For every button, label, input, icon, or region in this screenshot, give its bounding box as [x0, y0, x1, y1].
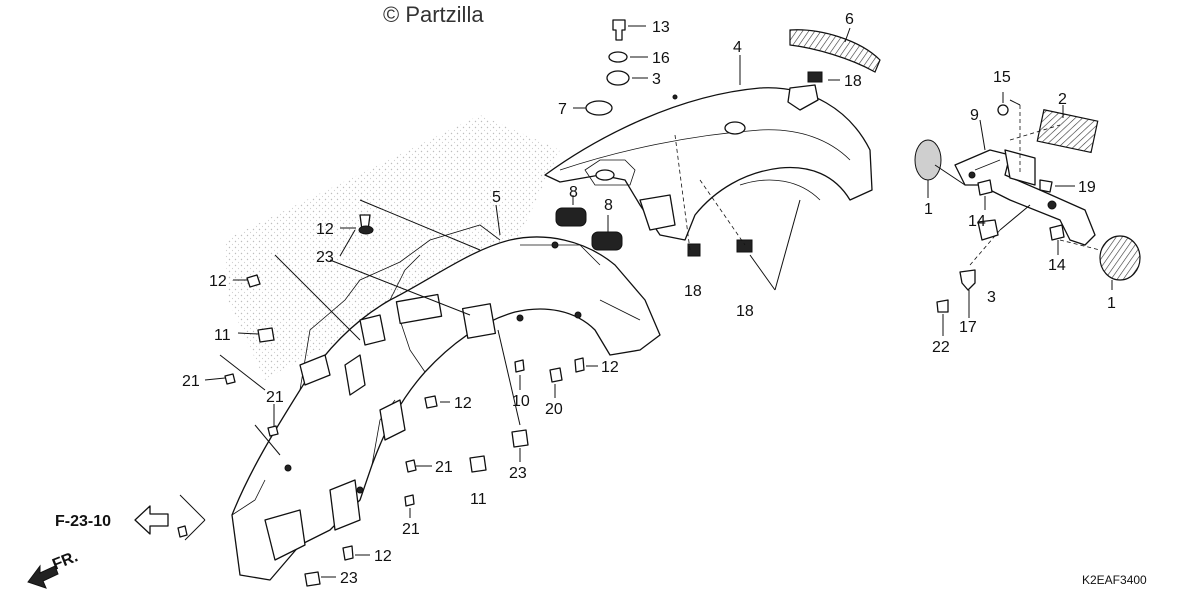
callout-21c: 21 — [435, 459, 453, 476]
callout-23c: 23 — [340, 570, 358, 587]
callout-21d: 21 — [402, 521, 420, 538]
clip-part-18c — [736, 239, 753, 253]
watermark-text: © Partzilla — [383, 2, 484, 27]
reference-label: F-23-10 — [55, 513, 111, 530]
reference-arrow — [134, 505, 169, 535]
clip-part-19 — [1039, 179, 1053, 193]
callout-18c: 18 — [736, 303, 754, 320]
callout-12e: 12 — [374, 548, 392, 565]
callout-23a: 23 — [316, 249, 334, 266]
reflector-part-2 — [1036, 109, 1099, 154]
callout-10: 10 — [512, 393, 530, 410]
pad-part-8a — [555, 207, 587, 227]
front-direction-arrow: FR. — [27, 548, 80, 589]
callout-14b: 14 — [1048, 257, 1066, 274]
nut-part-14b — [1049, 224, 1065, 241]
callout-8b: 8 — [604, 197, 613, 214]
callout-17: 17 — [959, 319, 977, 336]
callout-9: 9 — [970, 107, 979, 124]
round-reflector-right-part-1 — [1099, 235, 1141, 281]
callout-21b: 21 — [266, 389, 284, 406]
callout-2: 2 — [1058, 91, 1067, 108]
callout-labels: 13 16 3 7 4 6 18 8 8 5 18 18 12 23 12 11… — [182, 11, 1116, 587]
license-bracket-part-9 — [954, 149, 1096, 246]
front-direction-label: FR. — [50, 548, 80, 573]
callout-6: 6 — [845, 11, 854, 28]
clip-part-18b — [687, 243, 701, 257]
callout-12a: 12 — [316, 221, 334, 238]
diagram-code: K2EAF3400 — [1082, 573, 1147, 587]
callout-20: 20 — [545, 401, 563, 418]
bolt-part-17 — [959, 269, 976, 291]
clip-part-18a — [807, 71, 823, 83]
callout-12d: 12 — [601, 359, 619, 376]
callout-18b: 18 — [684, 283, 702, 300]
nut-part-14a — [977, 179, 993, 196]
screw-part-13 — [612, 19, 626, 41]
grommet-part-3b — [977, 219, 999, 241]
callout-1b: 1 — [1107, 295, 1116, 312]
callout-18a: 18 — [844, 73, 862, 90]
inner-fender-part-5 — [231, 224, 661, 581]
callout-16: 16 — [652, 50, 670, 67]
callout-4: 4 — [733, 39, 742, 56]
callout-13: 13 — [652, 19, 670, 36]
callout-23b: 23 — [509, 465, 527, 482]
callout-3a: 3 — [652, 71, 661, 88]
callout-7: 7 — [558, 101, 567, 118]
grommet-part-3a — [606, 70, 630, 86]
callout-19: 19 — [1078, 179, 1096, 196]
leader-lines — [179, 25, 1113, 578]
callout-5: 5 — [492, 189, 501, 206]
callout-8a: 8 — [569, 184, 578, 201]
round-reflector-left-part-1 — [914, 139, 942, 181]
callout-11a: 11 — [214, 327, 231, 344]
pad-part-8b — [591, 231, 623, 251]
rear-fender-part-4 — [544, 84, 873, 241]
fasteners — [177, 214, 585, 587]
grommet-part-7 — [585, 100, 613, 116]
callout-12c: 12 — [454, 395, 472, 412]
callout-1a: 1 — [924, 201, 933, 218]
nut-part-15 — [997, 104, 1009, 116]
callout-12b: 12 — [209, 273, 227, 290]
callout-22: 22 — [932, 339, 950, 356]
callout-15: 15 — [993, 69, 1011, 86]
callout-11b: 11 — [470, 491, 487, 508]
callout-3b: 3 — [987, 289, 996, 306]
washer-part-16 — [608, 51, 628, 63]
clip-part-22 — [936, 299, 949, 313]
splash-plate-part-6 — [789, 29, 881, 73]
stipple-shadow — [225, 115, 560, 380]
callout-14a: 14 — [968, 213, 986, 230]
callout-21a: 21 — [182, 373, 200, 390]
